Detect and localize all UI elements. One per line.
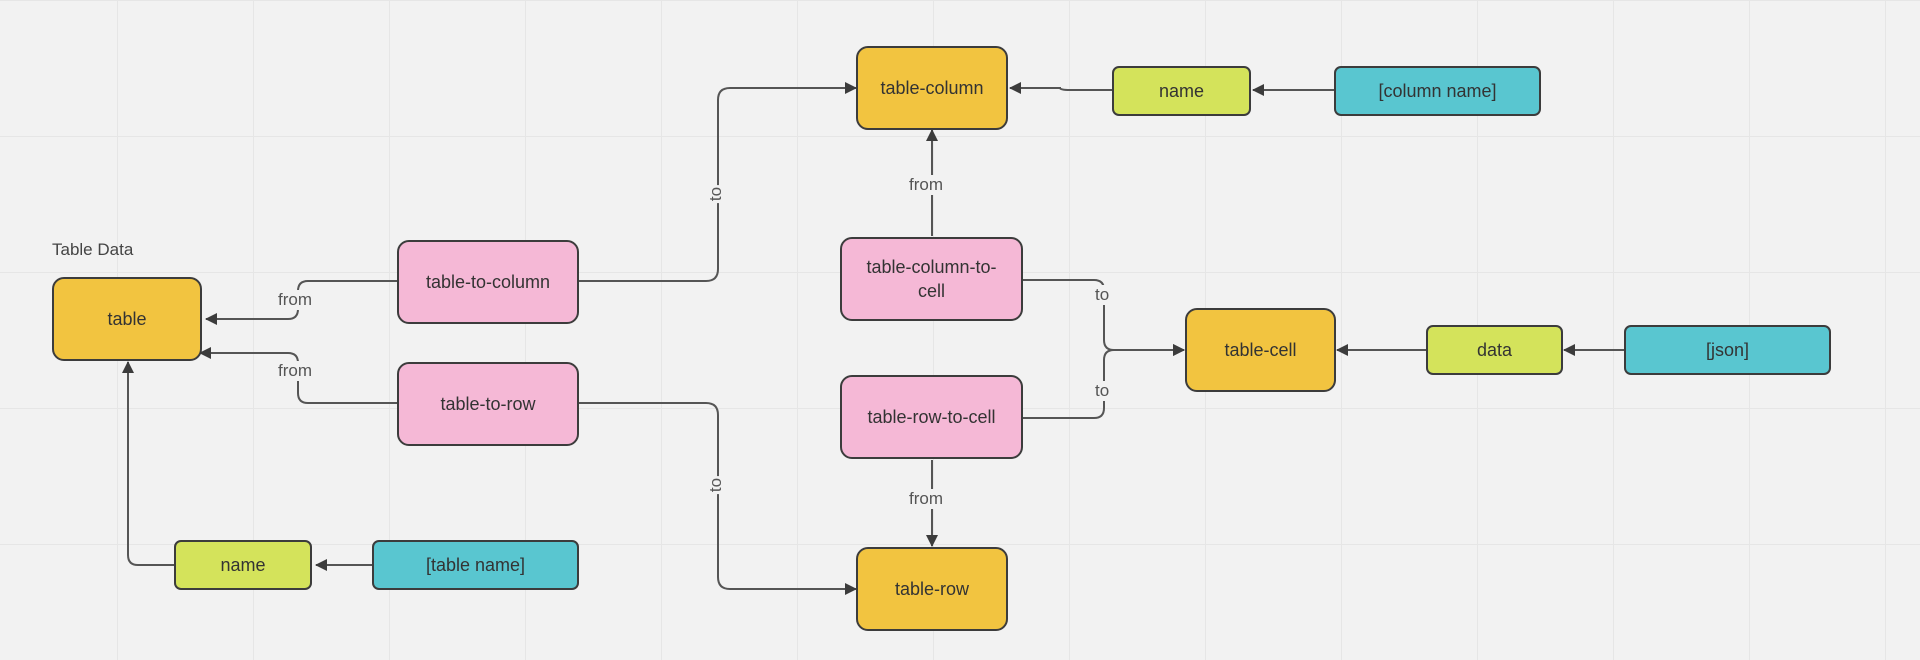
edge-label-from-table-to-row: from <box>276 361 314 381</box>
edge-column-to-cell-to <box>1022 279 1185 356</box>
node-table[interactable]: table <box>52 277 202 361</box>
edge-name-to-table <box>122 361 175 566</box>
node-data-attr[interactable]: data <box>1426 325 1563 375</box>
node-column-name-attr[interactable]: name <box>1112 66 1251 116</box>
node-column-name-value[interactable]: [column name] <box>1334 66 1541 116</box>
node-json-value[interactable]: [json] <box>1624 325 1831 375</box>
edge-table-to-row-to <box>578 402 857 595</box>
node-table-column-to-cell[interactable]: table-column-to-cell <box>840 237 1023 321</box>
node-table-to-column[interactable]: table-to-column <box>397 240 579 324</box>
edge-label-to-table-to-column: to <box>706 184 727 204</box>
node-table-column[interactable]: table-column <box>856 46 1008 130</box>
frame-title: Table Data <box>52 240 134 259</box>
edge-name-to-column <box>1009 82 1112 94</box>
node-table-row[interactable]: table-row <box>856 547 1008 631</box>
edge-label-from-table-to-column: from <box>276 290 314 310</box>
edge-label-from-row-to-cell: from <box>907 489 945 509</box>
edge-label-to-column-to-cell: to <box>1093 285 1112 305</box>
node-table-name-value[interactable]: [table name] <box>372 540 579 590</box>
node-table-name-attr[interactable]: name <box>174 540 312 590</box>
node-table-to-row[interactable]: table-to-row <box>397 362 579 446</box>
edge-label-to-row-to-cell: to <box>1093 381 1112 401</box>
edge-table-to-column-to <box>578 82 857 282</box>
edge-label-to-table-to-row: to <box>706 475 727 495</box>
node-table-cell[interactable]: table-cell <box>1185 308 1336 392</box>
node-table-row-to-cell[interactable]: table-row-to-cell <box>840 375 1023 459</box>
edge-label-from-column-to-cell: from <box>907 175 945 195</box>
